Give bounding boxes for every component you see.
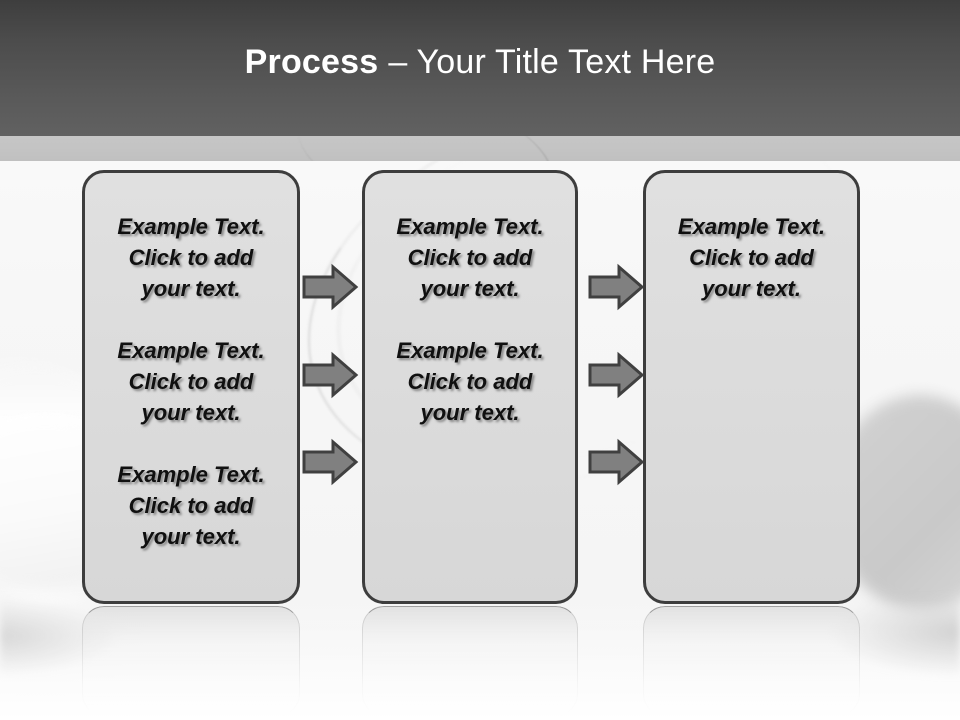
stage-3-reflection bbox=[643, 606, 860, 716]
right-block-arrow-icon bbox=[302, 438, 359, 486]
stage-1-paragraph-3[interactable]: Example Text. Click to add your text. bbox=[117, 462, 265, 549]
right-block-arrow-icon bbox=[588, 351, 645, 399]
stage-2-paragraph-1[interactable]: Example Text. Click to add your text. bbox=[396, 214, 544, 301]
stage-2-reflection bbox=[362, 606, 578, 716]
right-block-arrow-icon bbox=[302, 263, 359, 311]
title-accent-band-curve bbox=[295, 136, 595, 161]
process-stage-2[interactable]: Example Text. Click to add your text. Ex… bbox=[362, 170, 578, 604]
arrow-2-to-3-row-1[interactable] bbox=[588, 263, 645, 311]
title-banner bbox=[0, 0, 960, 136]
stage-2-paragraph-2[interactable]: Example Text. Click to add your text. bbox=[396, 338, 544, 425]
arrow-1-to-2-row-2[interactable] bbox=[302, 351, 359, 399]
process-stage-1[interactable]: Example Text. Click to add your text. Ex… bbox=[82, 170, 300, 604]
arrow-1-to-2-row-3[interactable] bbox=[302, 438, 359, 486]
arrow-2-to-3-row-3[interactable] bbox=[588, 438, 645, 486]
right-block-arrow-icon bbox=[588, 263, 645, 311]
process-stage-3[interactable]: Example Text. Click to add your text. bbox=[643, 170, 860, 604]
stage-1-paragraph-2[interactable]: Example Text. Click to add your text. bbox=[117, 338, 265, 425]
stage-1-reflection bbox=[82, 606, 300, 716]
page-title: Process – Your Title Text Here bbox=[0, 0, 960, 136]
right-block-arrow-icon bbox=[302, 351, 359, 399]
arrow-2-to-3-row-2[interactable] bbox=[588, 351, 645, 399]
right-block-arrow-icon bbox=[588, 438, 645, 486]
page-title-subtext: – Your Title Text Here bbox=[388, 42, 716, 81]
stage-1-paragraph-1[interactable]: Example Text. Click to add your text. bbox=[117, 214, 265, 301]
stage-3-paragraph-1[interactable]: Example Text. Click to add your text. bbox=[677, 214, 826, 301]
page-title-emphasis: Process bbox=[244, 42, 379, 81]
arrow-1-to-2-row-1[interactable] bbox=[302, 263, 359, 311]
